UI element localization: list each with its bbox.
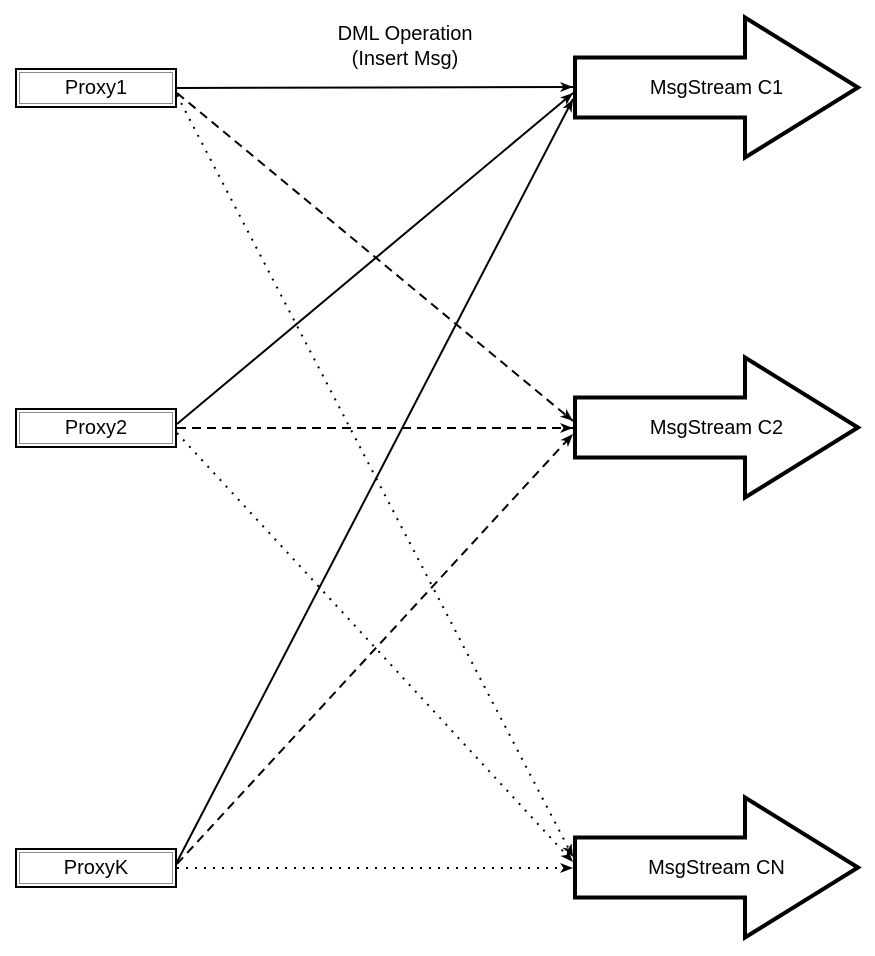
msgstream-c1-label: MsgStream C1 [649,77,784,99]
msgstream-c1-block-arrow [573,13,862,162]
dml-operation-annotation-line2: (Insert Msg) [351,48,459,70]
node-proxy2: Proxy2 [15,408,177,448]
node-proxy1-label: Proxy1 [19,72,173,104]
msgstream-cn-label: MsgStream CN [648,857,785,879]
edge-proxy2-to-cn-dotted [176,432,574,863]
edge-proxy2-to-c1-solid [176,92,574,425]
msgstream-c2-block-arrow [573,353,862,502]
dml-operation-annotation-line1: DML Operation [337,23,473,45]
node-proxyk: ProxyK [15,848,177,888]
edge-proxy1-to-c2-dashed [176,92,574,422]
edge-proxyk-to-c2-dashed [176,433,574,865]
node-proxyk-label: ProxyK [19,852,173,884]
msgstream-cn-block-arrow [573,793,862,942]
edge-proxyk-to-c1-solid [176,98,574,863]
edge-proxy1-to-cn-dotted [176,94,574,858]
edge-proxy1-to-c1-solid [176,82,574,93]
dml-operation-annotation: DML Operation (Insert Msg) [255,22,555,72]
msgstream-c2-label: MsgStream C2 [649,417,784,439]
node-proxy1: Proxy1 [15,68,177,108]
node-proxy2-label: Proxy2 [19,412,173,444]
